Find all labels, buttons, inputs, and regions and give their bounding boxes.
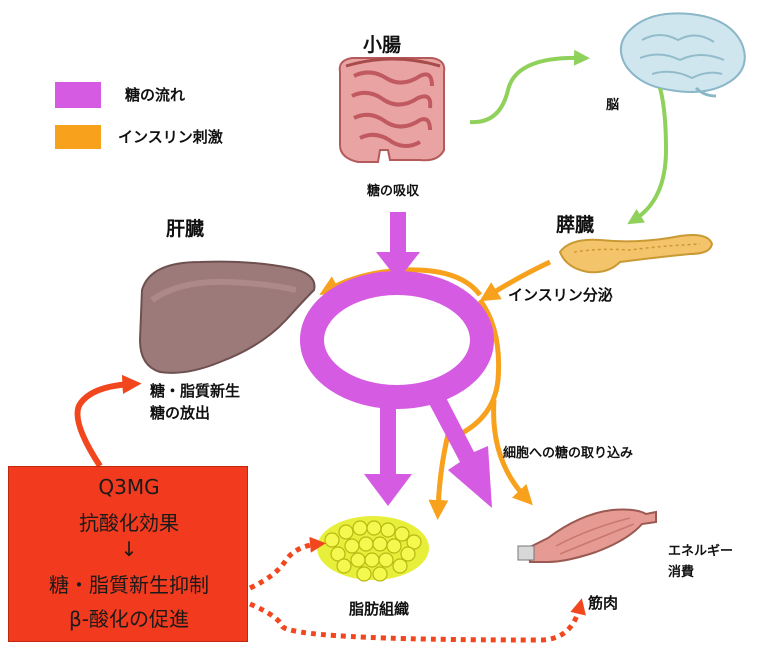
q3mg-beta-oxidation: β-酸化の促進 — [9, 603, 249, 632]
q3mg-to-adipose-arrow — [250, 544, 318, 588]
brain-label: 脳 — [606, 94, 619, 113]
q3mg-effect-box: Q3MG 抗酸化効果 ↓ 糖・脂質新生抑制 β-酸化の促進 — [8, 466, 248, 642]
liver-process-line2: 糖の放出 — [150, 402, 210, 423]
q3mg-down-arrow: ↓ — [9, 537, 249, 561]
legend-sugar-swatch — [55, 82, 101, 108]
energy-line1: エネルギー — [668, 540, 733, 559]
small-intestine-icon — [340, 58, 445, 162]
sugar-to-adipose-arrow — [364, 392, 412, 506]
absorption-label: 糖の吸収 — [367, 180, 419, 199]
q3mg-antioxidant: 抗酸化効果 — [9, 507, 249, 536]
energy-line2: 消費 — [668, 561, 694, 580]
liver-icon — [140, 262, 315, 373]
legend-sugar-label: 糖の流れ — [125, 84, 185, 105]
sugar-to-muscle-arrow — [424, 386, 492, 508]
brain-icon — [621, 13, 745, 96]
glucose-uptake-label: 細胞への糖の取り込み — [503, 442, 633, 461]
muscle-icon — [518, 510, 656, 563]
small-intestine-label: 小腸 — [363, 30, 401, 57]
insulin-secretion-label: インスリン分泌 — [508, 284, 613, 305]
liver-label: 肝臓 — [166, 214, 204, 241]
q3mg-to-liver-arrow — [78, 384, 133, 466]
liver-process-line1: 糖・脂質新生 — [150, 380, 240, 401]
q3mg-title: Q3MG — [9, 475, 249, 499]
pancreas-label: 膵臓 — [556, 210, 594, 237]
muscle-label: 筋肉 — [588, 592, 618, 613]
sugar-circulation-ring — [312, 283, 482, 397]
pancreas-icon — [560, 235, 712, 272]
q3mg-suppression: 糖・脂質新生抑制 — [9, 569, 249, 598]
intestine-to-brain-arrow — [470, 58, 582, 122]
adipose-tissue-icon — [317, 516, 429, 581]
q3mg-to-muscle-arrow — [250, 604, 580, 640]
legend-insulin-swatch — [55, 125, 101, 149]
adipose-tissue-label: 脂肪組織 — [349, 598, 409, 619]
legend-insulin-label: インスリン刺激 — [118, 126, 223, 147]
brain-to-pancreas-arrow — [634, 88, 666, 220]
